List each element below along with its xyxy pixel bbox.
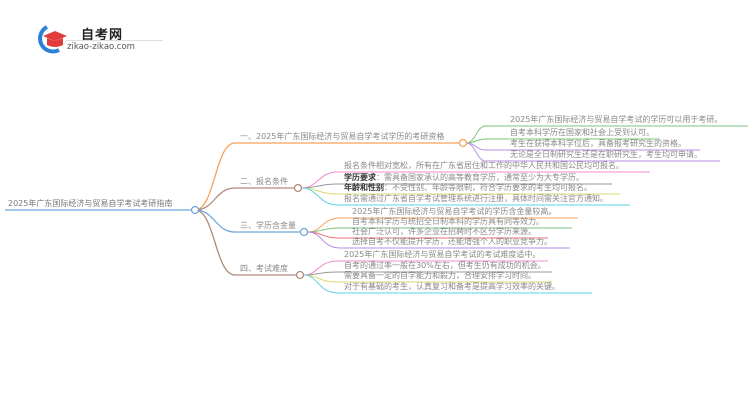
- logo-divider: [67, 40, 163, 41]
- branch-value[interactable]: 三、学历含金量: [240, 221, 296, 230]
- leaf-node[interactable]: 自考的通过率一般在30%左右，但考生仍有成功的机会。: [344, 261, 546, 270]
- graduation-cap-icon: [38, 25, 67, 54]
- leaf-text: ：不受性别、年龄等限制，符合学历要求的考生均可报名。: [384, 183, 592, 192]
- leaf-node[interactable]: 年龄和性别：不受性别、年龄等限制，符合学历要求的考生均可报名。: [344, 183, 592, 193]
- leaf-text: ：需具备国家承认的高等教育学历，通常至少为大专学历。: [376, 173, 584, 182]
- branch-qualification[interactable]: 一、2025年广东国际经济与贸易自学考试学历的考研资格: [240, 132, 445, 141]
- leaf-node[interactable]: 需要具备一定的自学能力和毅力，合理安排学习时间。: [344, 271, 536, 280]
- leaf-node[interactable]: 无论是全日制研究生还是在职研究生，考生均可申请。: [510, 150, 702, 159]
- leaf-node[interactable]: 对于有基础的考生，认真复习和备考是提高学习效率的关键。: [344, 282, 560, 291]
- leaf-node[interactable]: 社会广泛认可，许多企业在招聘时不区分学历来源。: [352, 227, 536, 236]
- site-logo[interactable]: 自考网 zikao-zikao.com: [33, 22, 163, 54]
- leaf-node[interactable]: 学历要求：需具备国家承认的高等教育学历，通常至少为大专学历。: [344, 173, 584, 183]
- leaf-node[interactable]: 自考本科学历与统招全日制本科的学历具有同等效力。: [352, 217, 544, 226]
- leaf-keyword: 学历要求: [344, 173, 376, 182]
- leaf-keyword: 年龄和性别: [344, 183, 384, 192]
- branch-difficulty[interactable]: 四、考试难度: [240, 264, 288, 273]
- logo-title: 自考网: [81, 28, 124, 43]
- leaf-node[interactable]: 考生在获得本科学位后，具备报考研究生的资格。: [510, 139, 686, 148]
- mindmap-root[interactable]: 2025年广东国际经济与贸易自学考试考研指南: [8, 199, 173, 208]
- branch-registration[interactable]: 二、报名条件: [240, 177, 288, 186]
- leaf-node[interactable]: 2025年广东国际经济与贸易自学考试的考试难度适中。: [344, 250, 541, 259]
- leaf-node[interactable]: 报名条件相对宽松，所有在广东省居住和工作的中华人民共和国公民均可报名。: [344, 161, 624, 170]
- leaf-node[interactable]: 报名需通过广东省自学考试管理系统进行注册，具体时间需关注官方通知。: [344, 194, 608, 203]
- leaf-node[interactable]: 选择自考不仅能提升学历，还能增强个人的职业竞争力。: [352, 237, 552, 246]
- leaf-node[interactable]: 2025年广东国际经济与贸易自学考试的学历可以用于考研。: [510, 115, 723, 124]
- logo-url: zikao-zikao.com: [67, 42, 135, 52]
- leaf-node[interactable]: 自考本科学历在国家和社会上受到认可。: [510, 128, 654, 137]
- leaf-node[interactable]: 2025年广东国际经济与贸易自学考试的学历含金量较高。: [352, 207, 557, 216]
